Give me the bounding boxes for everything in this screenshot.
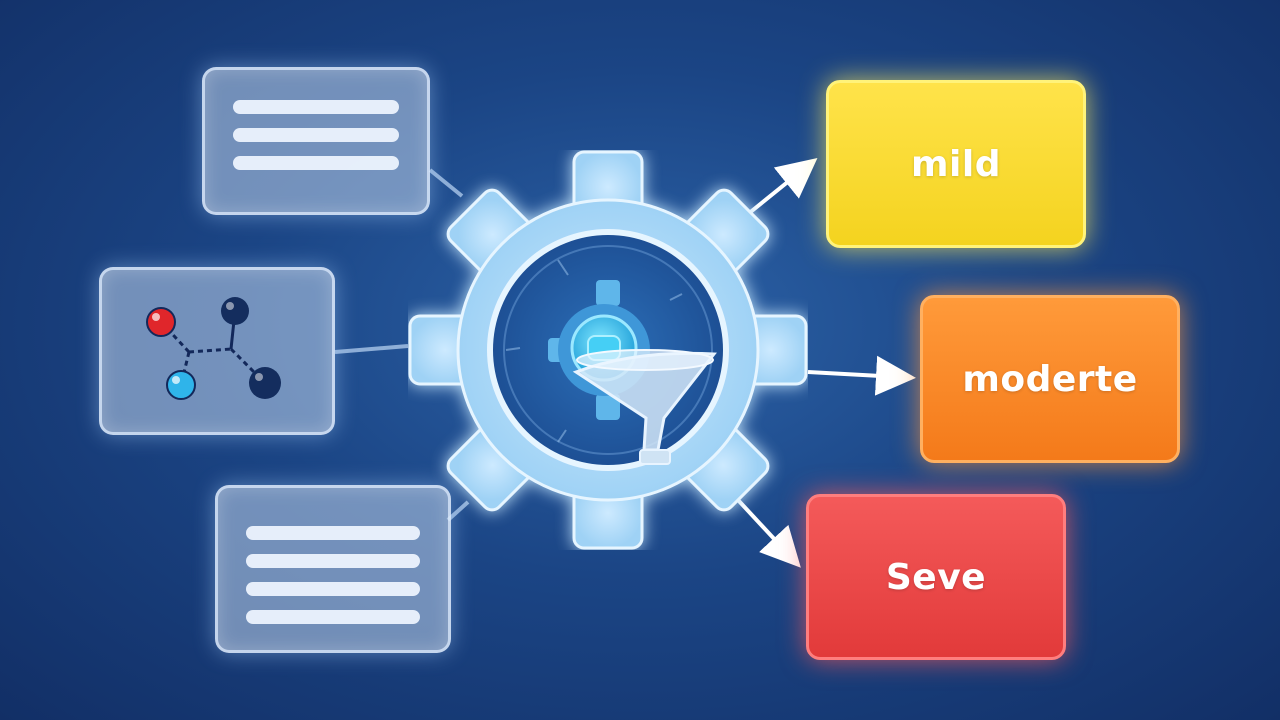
gear-icon [408,150,808,550]
connector-input-1 [428,168,464,198]
arrow-to-moderate [807,355,916,396]
input-card-document-bottom [215,485,451,653]
connector-input-3 [446,500,470,522]
text-lines-icon [246,526,420,638]
input-card-molecule [99,267,335,435]
output-card-severe: Seve [806,494,1066,660]
output-label-mild: mild [911,143,1001,185]
arrow-to-severe [736,498,801,568]
molecule-icon [146,297,281,400]
text-lines-icon [233,100,399,184]
connector-input-2 [334,344,409,354]
arrow-to-mild [746,157,818,216]
input-card-document-top [202,67,430,215]
output-card-moderate: moderte [920,295,1180,463]
output-card-mild: mild [826,80,1086,248]
funnel-icon [572,349,717,465]
output-label-moderate: moderte [962,358,1138,400]
output-label-severe: Seve [885,556,987,598]
